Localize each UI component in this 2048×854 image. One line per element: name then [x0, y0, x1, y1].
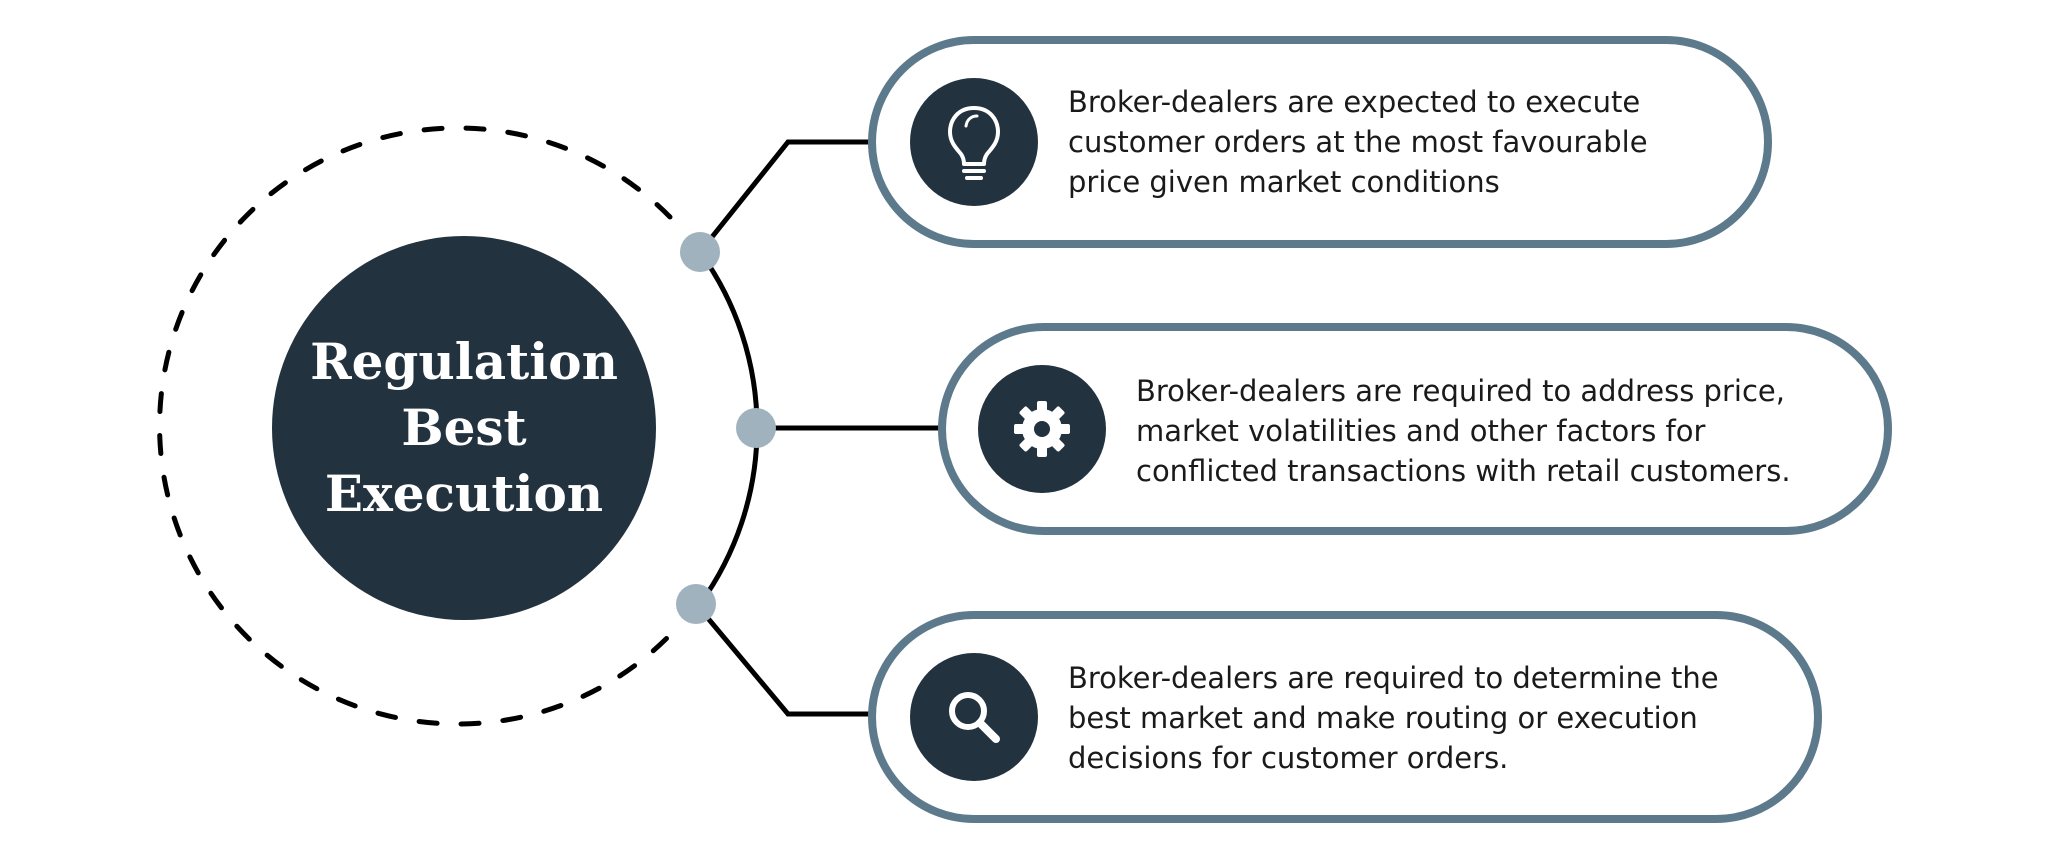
- card-icon-badge-3: [910, 653, 1038, 781]
- card-2-line-2: market volatilities and other factors fo…: [1136, 414, 1706, 448]
- card-text-1: Broker-dealers are expected to execute c…: [1068, 82, 1648, 202]
- card-3-line-2: best market and make routing or executio…: [1068, 701, 1698, 735]
- center-circle: [272, 236, 656, 620]
- card-3-line-1: Broker-dealers are required to determine…: [1068, 661, 1719, 695]
- node-dot-top: [680, 232, 720, 272]
- card-1-line-2: customer orders at the most favourable: [1068, 125, 1648, 159]
- node-dot-bottom: [676, 584, 716, 624]
- card-icon-badge-2: [978, 365, 1106, 493]
- card-1-line-3: price given market conditions: [1068, 165, 1500, 199]
- card-2-line-1: Broker-dealers are required to address p…: [1136, 374, 1785, 408]
- search-icon: [949, 692, 1000, 743]
- node-dot-middle: [736, 408, 776, 448]
- center-title-line-1: Regulation: [310, 332, 618, 391]
- card-text-3: Broker-dealers are required to determine…: [1068, 658, 1719, 778]
- gear-icon: [1014, 401, 1070, 457]
- center-title: Regulation Best Execution: [272, 236, 656, 620]
- card-icon-badge-1: [910, 78, 1038, 206]
- card-2-line-3: conflicted transactions with retail cust…: [1136, 454, 1791, 488]
- center-title-line-3: Execution: [324, 464, 604, 523]
- connector-line-bottom: [694, 602, 870, 717]
- lightbulb-icon: [948, 106, 1000, 180]
- card-3-line-3: decisions for customer orders.: [1068, 741, 1509, 775]
- connector-line-top: [698, 139, 870, 254]
- card-1-line-1: Broker-dealers are expected to execute: [1068, 85, 1641, 119]
- center-title-line-2: Best: [401, 398, 527, 457]
- card-text-2: Broker-dealers are required to address p…: [1136, 371, 1791, 491]
- dashed-orbit-ring: [157, 125, 673, 727]
